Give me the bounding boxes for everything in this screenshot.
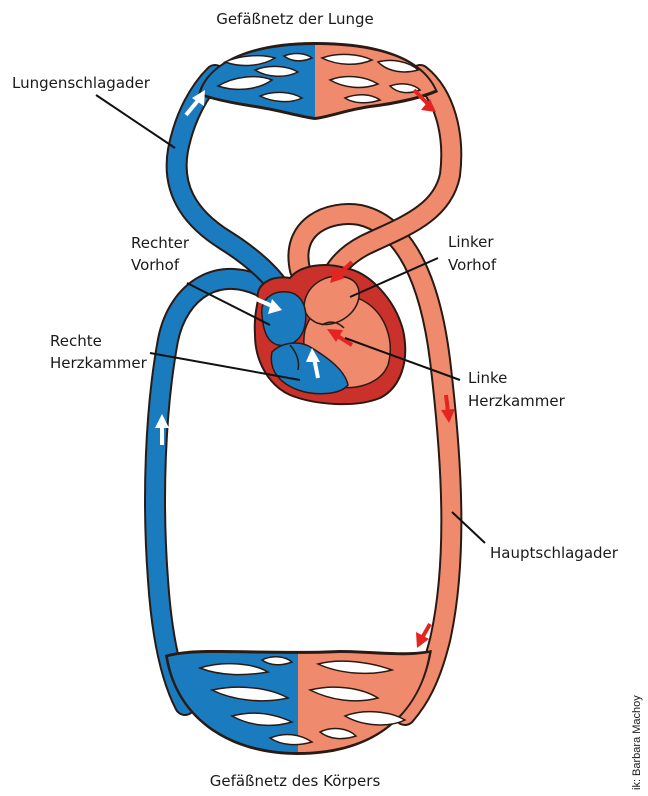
label-left-ventricle-1: Linke [468, 369, 507, 387]
arrow-white-vena-cava-lower [181, 619, 200, 642]
body-capillary-network [165, 650, 432, 755]
label-right-atrium-2: Vorhof [131, 256, 180, 274]
label-pulmonary-artery: Lungenschlagader [12, 74, 151, 92]
label-aorta: Hauptschlagader [490, 544, 619, 562]
image-credit: ik: Barbara Machoy [631, 695, 643, 790]
label-body-network: Gefäßnetz des Körpers [210, 772, 381, 790]
label-left-atrium-1: Linker [448, 233, 494, 251]
label-right-ventricle-2: Herzkammer [50, 354, 148, 372]
lung-capillary-network [198, 42, 438, 120]
label-right-atrium-1: Rechter [131, 234, 190, 252]
label-lung-network: Gefäßnetz der Lunge [216, 10, 374, 28]
heart [255, 265, 405, 404]
label-right-ventricle-1: Rechte [50, 332, 102, 350]
label-left-atrium-2: Vorhof [448, 256, 497, 274]
label-left-ventricle-2: Herzkammer [468, 392, 566, 410]
right-atrium [262, 292, 306, 346]
